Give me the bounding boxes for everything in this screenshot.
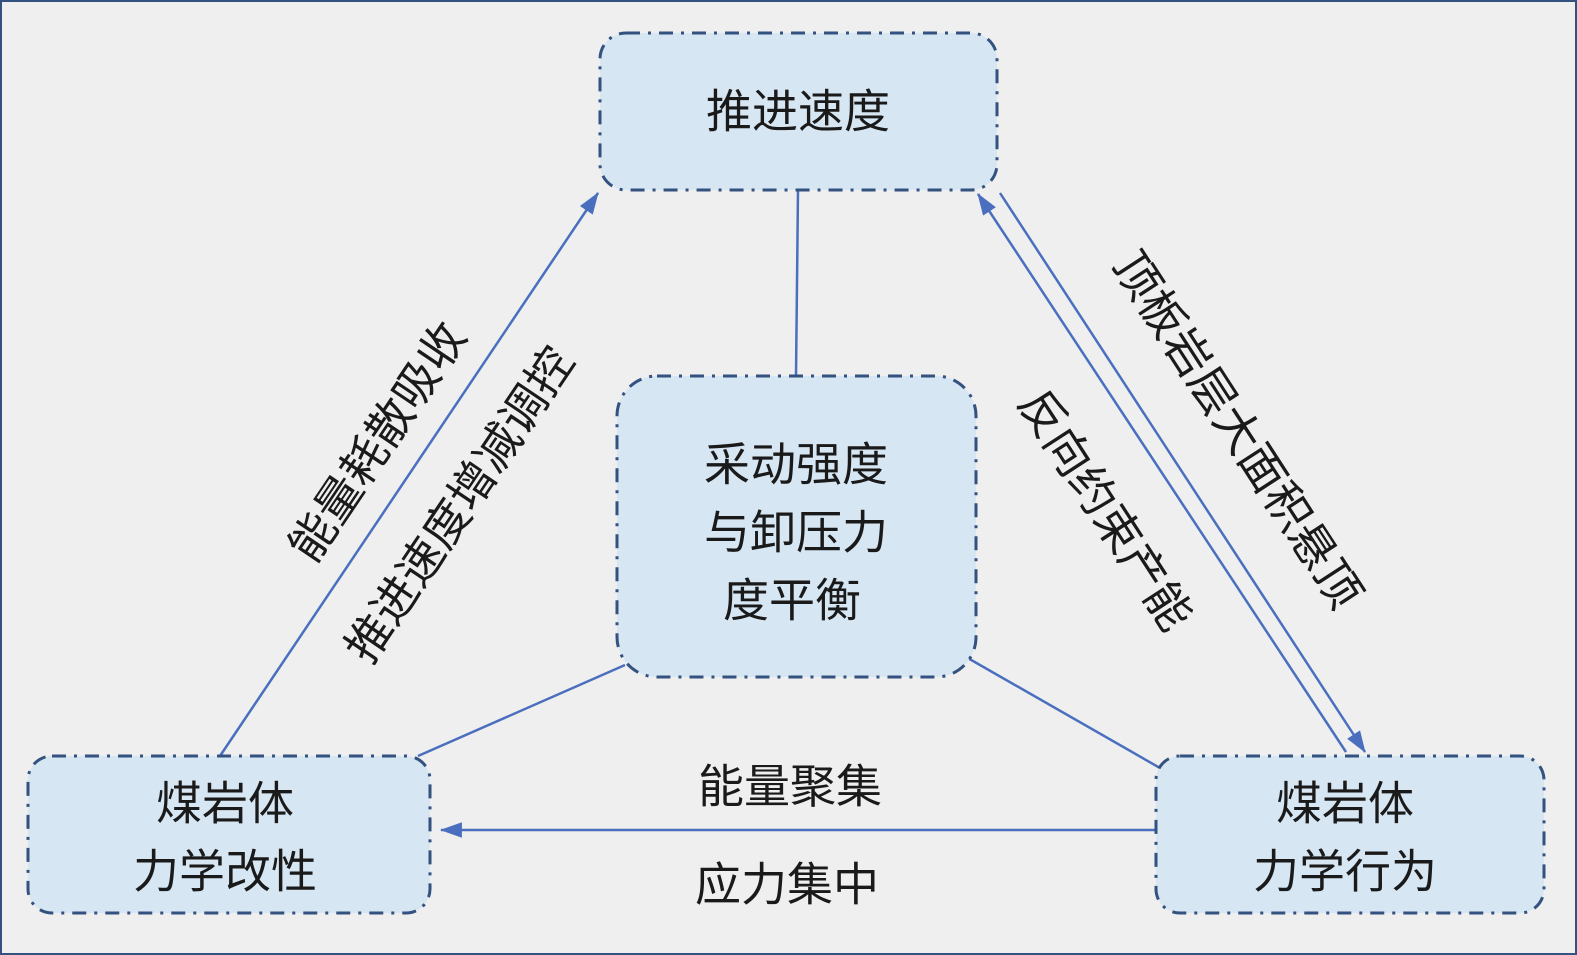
node-label: 煤岩体 bbox=[156, 779, 294, 830]
edge-top-center bbox=[794, 189, 800, 377]
edge-top-to-right bbox=[998, 192, 1367, 753]
node-label: 度平衡 bbox=[723, 576, 861, 627]
node-label: 力学行为 bbox=[1253, 847, 1437, 898]
edge-label-stress-concentration: 应力集中 bbox=[695, 860, 879, 911]
node-label: 采动强度 bbox=[704, 440, 888, 491]
node-coal-rock-behavior: 煤岩体 力学行为 bbox=[1154, 754, 1546, 915]
node-label: 推进速度 bbox=[706, 87, 890, 138]
edge-right-to-top bbox=[976, 193, 1348, 753]
edge-label-energy-accumulation: 能量聚集 bbox=[698, 762, 882, 813]
node-mining-intensity-balance: 采动强度 与卸压力 度平衡 bbox=[615, 374, 978, 679]
edge-left-to-top bbox=[218, 192, 600, 757]
edge-center-right bbox=[965, 655, 1161, 770]
edge-center-left bbox=[417, 663, 626, 758]
node-label: 与卸压力 bbox=[704, 508, 888, 559]
node-advance-speed: 推进速度 bbox=[598, 31, 999, 192]
node-label: 煤岩体 bbox=[1276, 779, 1414, 830]
node-coal-rock-modification: 煤岩体 力学改性 bbox=[26, 754, 432, 915]
node-label: 力学改性 bbox=[133, 847, 317, 898]
